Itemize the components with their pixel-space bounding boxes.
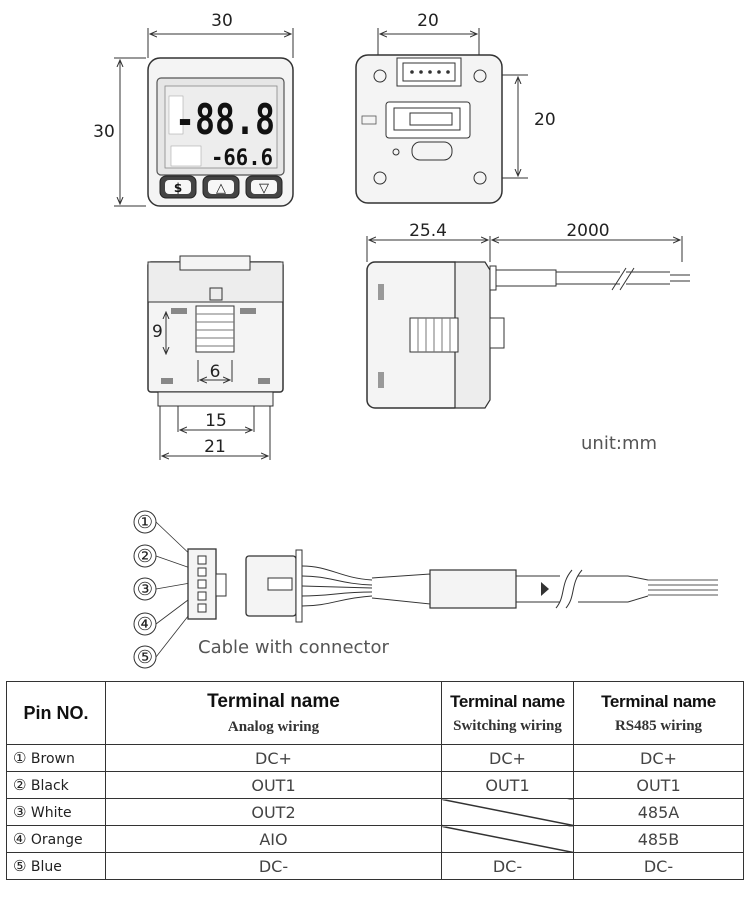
pin-cell: ② Black [6, 771, 106, 799]
back-width-label: 20 [417, 11, 439, 31]
connector-caption: Cable with connector [198, 637, 389, 658]
table-row: ⑤ Blue DC- DC- DC- [6, 852, 744, 880]
switching-cell: DC- [441, 852, 574, 880]
rs485-cell: OUT1 [573, 771, 744, 799]
unit-label: unit:mm [581, 433, 657, 454]
table-row: ② Black OUT1 OUT1 OUT1 [6, 771, 744, 799]
dim-6-label: 6 [210, 362, 221, 382]
analog-cell: AIO [105, 825, 442, 853]
front-height-label: 30 [93, 122, 115, 142]
analog-cell: OUT1 [105, 771, 442, 799]
up-button[interactable]: △ [216, 181, 226, 196]
lcd-main-value: -88.8 [175, 95, 275, 144]
bottom-view: 9 6 15 21 [147, 255, 284, 460]
pin-cell: ④ Orange [6, 825, 106, 853]
column-subtitle: Switching wiring [453, 717, 562, 734]
pin-number-header-label: Pin NO. [23, 702, 89, 723]
pin-number: ① [13, 749, 27, 767]
switching-cell: OUT1 [441, 771, 574, 799]
wire-color: Orange [30, 832, 83, 848]
cable-length-label: 2000 [566, 221, 609, 241]
rs485-cell: 485A [573, 798, 744, 826]
dim-21-label: 21 [204, 437, 226, 457]
pin-marker: ④ [137, 614, 153, 635]
table-row: ③ White OUT2 485A [6, 798, 744, 826]
analog-cell: DC+ [105, 744, 442, 772]
column-subtitle: RS485 wiring [614, 717, 703, 734]
pin-number: ③ [13, 803, 27, 821]
column-title: Terminal name [207, 690, 340, 712]
pin-number-header: Pin NO. [6, 681, 106, 745]
table-row: ① Brown DC+ DC+ DC+ [6, 744, 744, 772]
table-row: ④ Orange AIO 485B [6, 825, 744, 853]
rs485-cell: 485B [573, 825, 744, 853]
switching-cell-empty [441, 825, 574, 853]
wire-color: Brown [30, 751, 75, 767]
switching-column-header: Terminal name Switching wiring [441, 681, 574, 745]
pin-cell: ⑤ Blue [6, 852, 106, 880]
wire-color: White [30, 805, 72, 821]
back-height-label: 20 [534, 110, 556, 130]
column-subtitle: Analog wiring [227, 718, 320, 735]
dim-9-label: 9 [152, 322, 163, 342]
pin-number: ② [13, 776, 27, 794]
switching-cell-empty [441, 798, 574, 826]
pin-cell: ① Brown [6, 744, 106, 772]
side-view: 25.4 2000 [366, 221, 690, 409]
analog-cell: DC- [105, 852, 442, 880]
rs485-column-header: Terminal name RS485 wiring [573, 681, 744, 745]
pin-marker: ③ [137, 579, 153, 600]
set-button[interactable]: $ [174, 181, 182, 195]
front-width-label: 30 [211, 11, 233, 31]
rs485-cell: DC- [573, 852, 744, 880]
cable-connector-diagram: ① ② ③ ④ ⑤ [133, 510, 718, 669]
pin-marker: ⑤ [137, 647, 153, 668]
wire-color: Blue [30, 859, 62, 875]
lcd-sub-value: -66.6 [211, 146, 273, 171]
back-view: 20 20 [355, 11, 556, 204]
column-title: Terminal name [450, 691, 565, 711]
rs485-cell: DC+ [573, 744, 744, 772]
pin-table: Pin NO. Terminal name Analog wiring Term… [6, 681, 744, 880]
dim-15-label: 15 [205, 411, 227, 431]
wire-color: Black [30, 778, 69, 794]
pin-marker: ② [137, 546, 153, 567]
dimension-drawing: 30 30 -88.8 -66.6 $ △ ▽ 20 20 [93, 11, 718, 669]
analog-column-header: Terminal name Analog wiring [105, 681, 442, 745]
depth-label: 25.4 [409, 221, 447, 241]
column-title: Terminal name [601, 691, 716, 711]
table-header-row: Pin NO. Terminal name Analog wiring Term… [6, 681, 744, 745]
pin-marker: ① [137, 512, 153, 533]
switching-cell: DC+ [441, 744, 574, 772]
down-button[interactable]: ▽ [259, 181, 269, 196]
front-view: 30 30 -88.8 -66.6 $ △ ▽ [93, 11, 294, 207]
pin-cell: ③ White [6, 798, 106, 826]
pin-number: ④ [13, 830, 27, 848]
pin-number: ⑤ [13, 857, 27, 875]
analog-cell: OUT2 [105, 798, 442, 826]
